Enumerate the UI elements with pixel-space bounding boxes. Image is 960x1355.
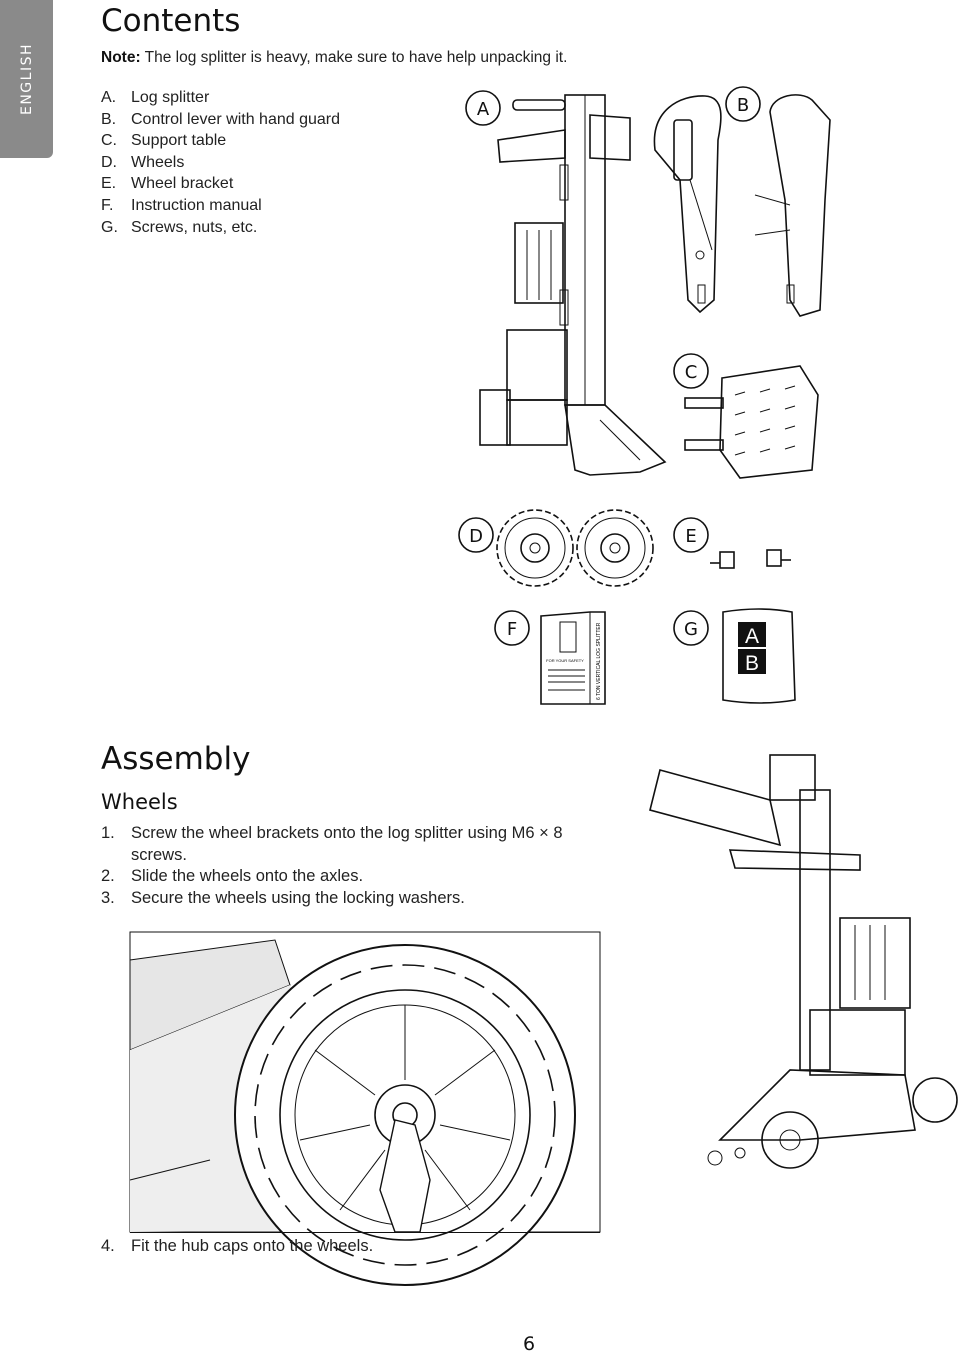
wheel-bracket-illustration: E — [673, 517, 791, 569]
list-item: F. Instruction manual — [101, 195, 340, 217]
part-text: Wheels — [131, 153, 185, 171]
part-key: F. — [101, 196, 114, 214]
list-item: 2. Slide the wheels onto the axles. — [101, 866, 571, 888]
note-text: The log splitter is heavy, make sure to … — [144, 49, 568, 66]
part-text: Support table — [131, 132, 227, 150]
figure-label-b: B — [737, 95, 749, 116]
contents-heading: Contents — [101, 3, 241, 39]
bag-letter-b: B — [745, 652, 759, 675]
list-item: E. Wheel bracket — [101, 173, 340, 195]
list-item: A. Log splitter — [101, 87, 340, 109]
bag-letter-a: A — [745, 625, 759, 648]
figure-label-g: G — [684, 619, 698, 640]
part-text: Control lever with hand guard — [131, 110, 341, 128]
manual-spine-title: 6 TON VERTICAL LOG SPLITTER — [596, 622, 602, 700]
part-key: D. — [101, 153, 117, 171]
list-item: D. Wheels — [101, 152, 340, 174]
control-lever-illustration: B — [653, 86, 831, 317]
step-number: 4. — [101, 1237, 115, 1255]
manual-safety-title: FOR YOUR SAFETY — [546, 658, 584, 663]
figure-label-f: F — [507, 619, 517, 640]
figure-label-d: D — [469, 526, 483, 547]
part-text: Screws, nuts, etc. — [131, 218, 258, 236]
instruction-manual-illustration: F FOR YOUR SAFETY 6 TON VERTICAL LOG SPL… — [494, 610, 606, 705]
figure-label-a: A — [477, 99, 490, 120]
step-text: Fit the hub caps onto the wheels. — [131, 1237, 374, 1255]
part-key: E. — [101, 175, 117, 193]
step-text: Slide the wheels onto the axles. — [131, 867, 364, 886]
part-text: Log splitter — [131, 89, 210, 106]
step-4: 4. Fit the hub caps onto the wheels. — [101, 1237, 373, 1256]
part-key: B. — [101, 110, 117, 128]
step-number: 3. — [101, 888, 115, 907]
list-item: C. Support table — [101, 130, 340, 152]
list-item: B. Control lever with hand guard — [101, 109, 340, 131]
note-label: Note: — [101, 49, 141, 66]
parts-list: A. Log splitter B. Control lever with hand… — [101, 87, 340, 238]
part-text: Wheel bracket — [131, 175, 234, 193]
wheel-closeup-illustration — [129, 931, 601, 1286]
step-text: Screw the wheel brackets onto the log sp… — [131, 824, 563, 864]
part-text: Instruction manual — [131, 196, 262, 214]
assembled-splitter-illustration — [649, 754, 958, 1169]
step-text: Secure the wheels using the locking wash… — [131, 888, 465, 907]
assembly-steps: 1. Screw the wheel brackets onto the log … — [101, 823, 571, 909]
list-item: 3. Secure the wheels using the locking wa… — [101, 888, 571, 910]
wheels-subheading: Wheels — [101, 790, 178, 814]
part-key: G. — [101, 218, 118, 236]
step-number: 2. — [101, 867, 115, 886]
hardware-bag-illustration: G A B — [673, 608, 796, 704]
list-item: G. Screws, nuts, etc. — [101, 217, 340, 239]
unpacking-note: Note: The log splitter is heavy, make su… — [101, 49, 567, 67]
page-number: 6 — [523, 1333, 536, 1355]
step-number: 1. — [101, 824, 115, 842]
figure-label-c: C — [685, 362, 698, 383]
figure-label-e: E — [685, 526, 696, 547]
log-splitter-illustration: A — [465, 90, 667, 476]
support-table-illustration: C — [673, 353, 819, 479]
assembly-heading: Assembly — [101, 741, 251, 777]
language-tab: ENGLISH — [0, 0, 53, 158]
wheels-illustration: D — [458, 509, 654, 587]
list-item: 1. Screw the wheel brackets onto the log … — [101, 823, 571, 866]
part-key: A. — [101, 89, 117, 106]
part-key: C. — [101, 132, 117, 150]
